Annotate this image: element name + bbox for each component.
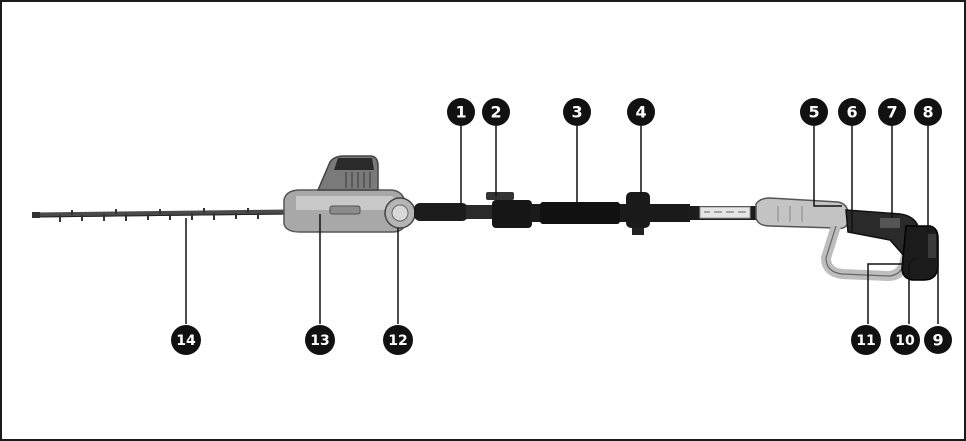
callout-5: 5: [800, 98, 828, 126]
callout-12: 12: [383, 325, 413, 355]
callout-label: 3: [571, 103, 582, 122]
callout-label: 14: [176, 333, 196, 349]
callout-label: 12: [388, 333, 407, 349]
callout-9: 9: [924, 326, 952, 354]
callout-label: 9: [932, 331, 943, 350]
callout-10: 10: [890, 325, 920, 355]
callout-2: 2: [482, 98, 510, 126]
callout-label: 2: [490, 103, 501, 122]
gear-head-housing: [283, 155, 416, 233]
callout-label: 8: [922, 103, 933, 122]
callout-11: 11: [851, 325, 881, 355]
callout-6: 6: [838, 98, 866, 126]
callout-4: 4: [627, 98, 655, 126]
callout-label: 10: [895, 333, 915, 349]
callout-1: 1: [447, 98, 475, 126]
telescopic-shaft: [414, 192, 758, 235]
callout-3: 3: [563, 98, 591, 126]
callout-label: 6: [846, 103, 857, 122]
rear-handle-assembly: [755, 197, 939, 281]
callout-8: 8: [914, 98, 942, 126]
callout-markers: 1 2 3 4 5 6 7 8: [171, 98, 952, 355]
callout-label: 4: [635, 103, 646, 122]
callout-7: 7: [878, 98, 906, 126]
callout-14: 14: [171, 325, 201, 355]
cutter-blade: [32, 208, 291, 222]
callout-label: 5: [808, 103, 819, 122]
callout-label: 11: [856, 333, 875, 349]
callout-label: 1: [455, 103, 466, 122]
leader-lines: [185, 126, 939, 324]
callout-label: 13: [310, 333, 329, 349]
callout-label: 7: [886, 103, 897, 122]
callout-13: 13: [305, 325, 335, 355]
